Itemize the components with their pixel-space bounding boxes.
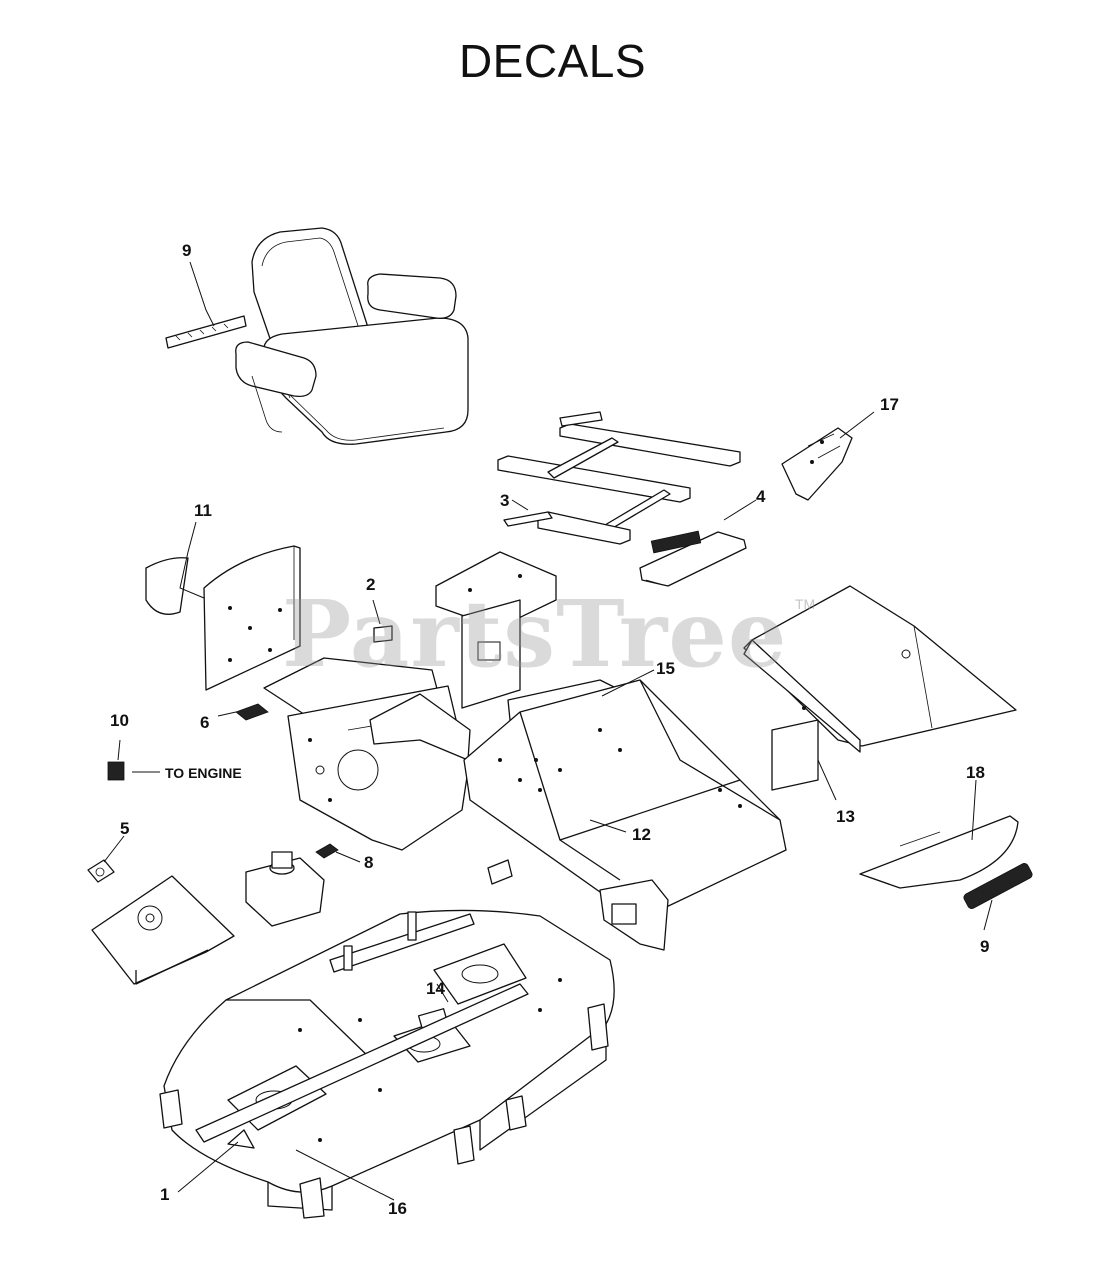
decal-11 [145,557,189,615]
floor-pan [743,585,1017,791]
callout-15: 15 [656,659,675,678]
seat-decal [165,315,247,349]
callout-10: 10 [110,711,129,730]
logo-decal [963,863,1033,909]
cover-plate [87,859,235,985]
callout-14: 14 [426,979,445,998]
callout-17: 17 [880,395,899,414]
callout-9-logo: 9 [980,937,990,956]
callout-9-seat: 9 [182,241,192,260]
seat-mount-frame [497,411,741,545]
page-title: DECALS [458,35,647,87]
bracket-4 [639,530,747,587]
bracket-17 [781,427,853,501]
seat [235,227,469,445]
main-frame [263,551,787,951]
plate-18 [859,815,1019,889]
callout-13: 13 [836,807,855,826]
decal-10 [107,761,125,781]
callout-18: 18 [966,763,985,782]
callout-6: 6 [200,713,210,732]
engine-note: TO ENGINE [165,765,242,781]
control-unit [245,843,339,927]
leader-lines [103,261,993,1201]
callout-12: 12 [632,825,651,844]
callout-4: 4 [756,487,766,506]
side-panel [203,545,301,691]
decal-6 [235,703,269,721]
trademark-symbol: TM [795,596,816,612]
callout-1: 1 [160,1185,170,1204]
callout-11: 11 [194,501,212,520]
mower-deck [159,909,615,1219]
callout-5: 5 [120,819,130,838]
callout-8: 8 [364,853,374,872]
callout-3: 3 [500,491,510,510]
callout-2: 2 [366,575,376,594]
callout-16: 16 [388,1199,407,1218]
decal-2 [373,625,393,643]
watermark: PartsTree [282,580,788,688]
